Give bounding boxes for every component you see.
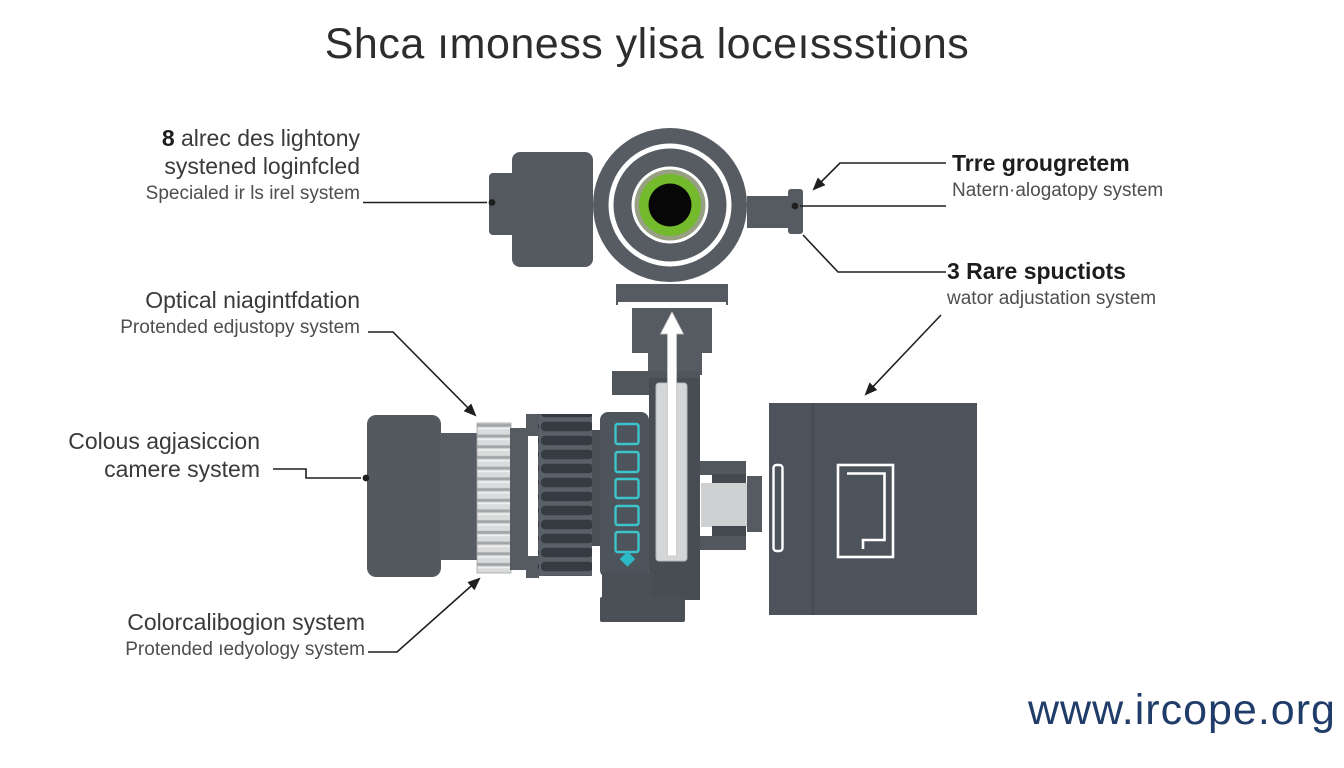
- ring-spacer: [510, 414, 539, 578]
- label-optical-subtitle: Protended edjustopy system: [120, 317, 360, 338]
- leader-arm-top: [812, 162, 946, 191]
- label-flash-line1: 8 alrec des lightony: [161, 125, 360, 151]
- page-title: Shca ımoness ylisa loceıssstions: [324, 20, 970, 68]
- label-arm-title: Trre grougretem: [952, 150, 1130, 176]
- flash-attachment: [489, 152, 593, 267]
- sensor-box: [769, 403, 977, 615]
- leader-camera-body: [273, 468, 361, 479]
- label-rare: 3 Rare spuctiots wator adjustation syste…: [947, 257, 1156, 313]
- label-camera: Colous agjasiccion camere system: [68, 427, 260, 483]
- label-calibration: Colorcalibogion system Protended ıedyolo…: [125, 608, 365, 664]
- label-camera-line2: camere system: [104, 456, 260, 482]
- leader-lines: [273, 162, 946, 653]
- label-arm: Trre grougretem Natern·alogatopy system: [952, 149, 1163, 205]
- label-rare-subtitle: wator adjustation system: [947, 288, 1157, 309]
- label-arm-subtitle: Natern·alogatopy system: [952, 180, 1164, 201]
- column-foot: [600, 572, 685, 622]
- watermark-url: www.ircope.org: [1028, 686, 1336, 734]
- up-arrow-icon: [659, 311, 685, 557]
- focus-ring-light: [476, 422, 512, 574]
- label-optical: Optical niagintfdation Protended edjusto…: [120, 286, 360, 342]
- focus-ring-dark: [538, 414, 592, 576]
- control-panel: [600, 412, 649, 578]
- leader-sensor-box: [864, 314, 942, 396]
- label-flash-subtitle: Specialed ir ls irel system: [145, 183, 360, 204]
- camera-body: [367, 415, 478, 577]
- leader-arm-bottom: [802, 234, 946, 273]
- label-rare-title: 3 Rare spuctiots: [947, 258, 1126, 284]
- diamond-icon: [619, 551, 636, 567]
- label-flash-line2: systened loginfcled: [164, 153, 360, 179]
- leader-dots: [362, 199, 799, 482]
- label-camera-title: Colous agjasiccion: [68, 428, 260, 454]
- leader-light-ring-top: [368, 331, 477, 417]
- window-outline: [836, 463, 895, 559]
- label-optical-title: Optical niagintfdation: [145, 287, 360, 313]
- label-flash: 8 alrec des lightony systened loginfcled…: [146, 124, 360, 208]
- connector-stack: [700, 461, 762, 550]
- label-calibration-title: Colorcalibogion system: [127, 609, 365, 635]
- slot-outline: [772, 463, 784, 553]
- label-calibration-subtitle: Protended ıedyology system: [125, 639, 365, 660]
- lens-turret: [593, 128, 747, 282]
- right-arm: [747, 189, 803, 234]
- lens-aperture: [648, 183, 692, 227]
- leader-light-ring-bottom: [368, 577, 481, 653]
